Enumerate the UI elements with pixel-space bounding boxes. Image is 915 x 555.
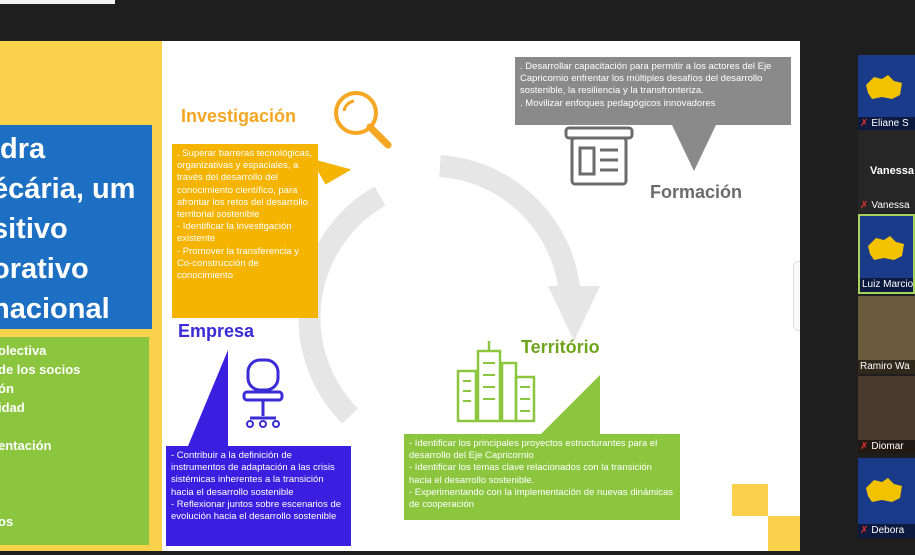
left-list-item: [0, 417, 149, 436]
left-title-line: nacional: [0, 293, 110, 325]
formacion-heading: Formación: [650, 182, 743, 202]
territorio-callout-tail: [540, 375, 600, 435]
participant-name: Ramiro Wa: [858, 360, 915, 374]
left-slide-panel: Idra écária, um sitivo orativo nacional …: [0, 41, 162, 551]
territorio-box: - Identificar los principales proyectos …: [404, 434, 680, 520]
formacion-box: . Desarrollar capacitación para permitir…: [515, 57, 791, 125]
participant-name: Luiz Marcio: [860, 278, 914, 292]
left-list-item: os: [0, 514, 14, 529]
participant-name-text: Ramiro Wa: [860, 361, 910, 372]
australia-logo-icon: [866, 478, 902, 502]
participant-name-text: Diomar: [871, 441, 904, 452]
presentation-board-icon: [564, 126, 634, 186]
participant-tile[interactable]: Vanessa ✗Vanessa: [858, 130, 915, 213]
empresa-box: - Contribuir a la definición de instrume…: [166, 446, 351, 546]
formacion-callout-tail: [672, 125, 716, 171]
left-list-item: de los socios: [0, 362, 81, 377]
formacion-text: . Desarrollar capacitación para permitir…: [520, 61, 772, 109]
participant-tile[interactable]: ✗Diomar: [858, 376, 915, 454]
left-list-item: ón: [0, 381, 14, 396]
left-title-line: Idra: [0, 133, 46, 165]
participant-name: ✗Vanessa: [858, 199, 915, 213]
buildings-icon: [456, 341, 536, 423]
share-resize-handle[interactable]: [793, 261, 800, 331]
territorio-text: - Identificar los principales proyectos …: [409, 438, 674, 511]
search-icon: [334, 91, 392, 149]
empresa-text: - Contribuir a la definición de instrume…: [171, 450, 342, 523]
participant-tile[interactable]: ✗Debora: [858, 458, 915, 538]
participant-gallery: ✗Eliane S Vanessa ✗Vanessa Luiz Marcio R…: [858, 0, 915, 555]
left-list-item: [0, 474, 149, 493]
territorio-heading: Território: [521, 337, 600, 357]
left-slide-title: Idra écária, um sitivo orativo nacional: [0, 125, 152, 329]
participant-name-text: Luiz Marcio: [862, 279, 914, 290]
office-chair-icon: [242, 358, 284, 428]
participant-name-text: Vanessa: [871, 200, 910, 211]
participant-tile[interactable]: ✗Eliane S: [858, 55, 915, 131]
participant-name-text: Eliane S: [871, 118, 909, 129]
empresa-callout-tail: [188, 350, 228, 446]
participant-big-name: Vanessa: [870, 165, 915, 177]
investigacion-text: . Superar barreras tecnológicas, organiz…: [177, 148, 313, 282]
decorative-square: [732, 484, 768, 516]
mic-muted-icon: ✗: [860, 118, 869, 129]
left-list-item: entación: [0, 438, 52, 453]
australia-logo-icon: [866, 75, 902, 99]
left-list-item: [0, 493, 149, 512]
mic-muted-icon: ✗: [860, 441, 869, 452]
mic-muted-icon: ✗: [860, 525, 869, 536]
participant-name-text: Debora: [871, 525, 905, 536]
shared-screen: Idra écária, um sitivo orativo nacional …: [0, 41, 800, 551]
left-title-line: écária, um: [0, 173, 136, 205]
participant-name: ✗Debora: [858, 524, 915, 538]
left-slide-list: olectiva de los socios ón idad entación …: [0, 337, 149, 545]
left-list-item: [0, 455, 149, 474]
decorative-square: [768, 516, 800, 551]
left-list-item: idad: [0, 400, 25, 415]
participant-tile-active[interactable]: Luiz Marcio: [858, 214, 915, 294]
participant-name: ✗Eliane S: [858, 117, 915, 131]
left-list-item: olectiva: [0, 343, 47, 358]
participant-name: ✗Diomar: [858, 440, 915, 454]
investigacion-heading: Investigación: [181, 106, 297, 126]
participant-tile[interactable]: Ramiro Wa: [858, 296, 915, 374]
empresa-heading: Empresa: [178, 321, 255, 341]
mic-muted-icon: ✗: [860, 200, 869, 211]
australia-logo-icon: [868, 236, 904, 260]
left-title-line: sitivo: [0, 213, 68, 245]
left-title-line: orativo: [0, 253, 89, 285]
top-bar-strip: [0, 0, 115, 4]
investigacion-box: . Superar barreras tecnológicas, organiz…: [172, 144, 318, 318]
